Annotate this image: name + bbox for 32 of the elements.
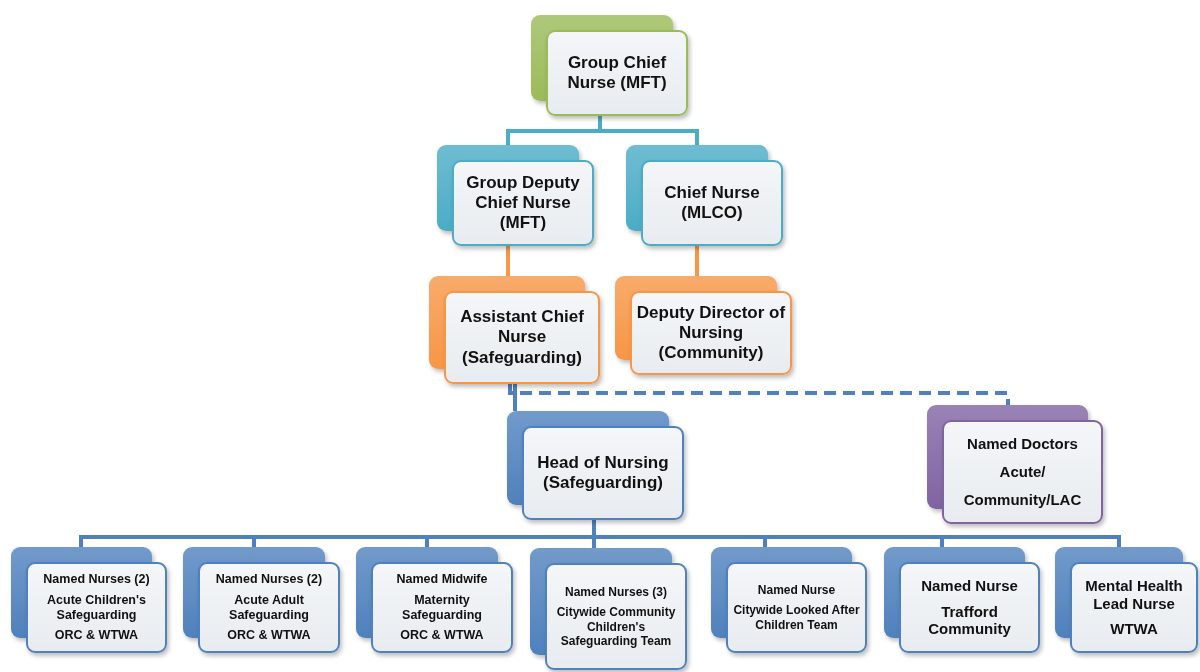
role-title: Named Nurses (2) (43, 572, 150, 587)
role-title: Named Doctors (967, 435, 1078, 454)
connector-line (513, 384, 517, 411)
connector-line (592, 520, 1121, 547)
role-detail: ORC & WTWA (227, 628, 311, 643)
role-title: Assistant Chief Nurse (Safeguarding) (459, 307, 585, 368)
role-title: Mental Health Lead Nurse (1084, 576, 1184, 613)
role-title: Deputy Director of Nursing (Community) (636, 302, 786, 364)
role-title: Head of Nursing (Safeguarding) (536, 452, 670, 494)
role-title: Group Deputy Chief Nurse (MFT) (465, 172, 581, 234)
role-detail: Community/LAC (963, 490, 1082, 509)
role-detail: Trafford Community (927, 602, 1012, 639)
role-title: Named Nurses (2) (215, 572, 323, 587)
role-title: Named Nurse (757, 583, 836, 598)
role-detail: Acute Adult Safeguarding (228, 592, 310, 623)
role-detail: WTWA (1110, 620, 1158, 639)
role-title: Named Midwife (396, 572, 488, 587)
connector-line (695, 246, 699, 276)
connector-line (598, 116, 699, 145)
role-detail: Acute Children's Safeguarding (46, 592, 147, 623)
role-title: Chief Nurse (MLCO) (663, 182, 761, 224)
role-title: Named Nurses (3) (564, 585, 667, 600)
role-detail: Citywide Community Children's Safeguarding Team (555, 605, 677, 648)
role-detail: ORC & WTWA (400, 628, 484, 643)
role-detail: Maternity Safeguarding (401, 592, 483, 623)
role-detail: Acute/ (999, 463, 1046, 481)
role-detail: ORC & WTWA (54, 628, 139, 643)
role-detail: Citywide Looked After Children Team (732, 603, 861, 632)
role-title: Named Nurse (921, 576, 1018, 595)
role-title: Group Chief Nurse (MFT) (566, 52, 668, 94)
connector-line (506, 246, 510, 276)
dashed-connector (508, 384, 1010, 405)
